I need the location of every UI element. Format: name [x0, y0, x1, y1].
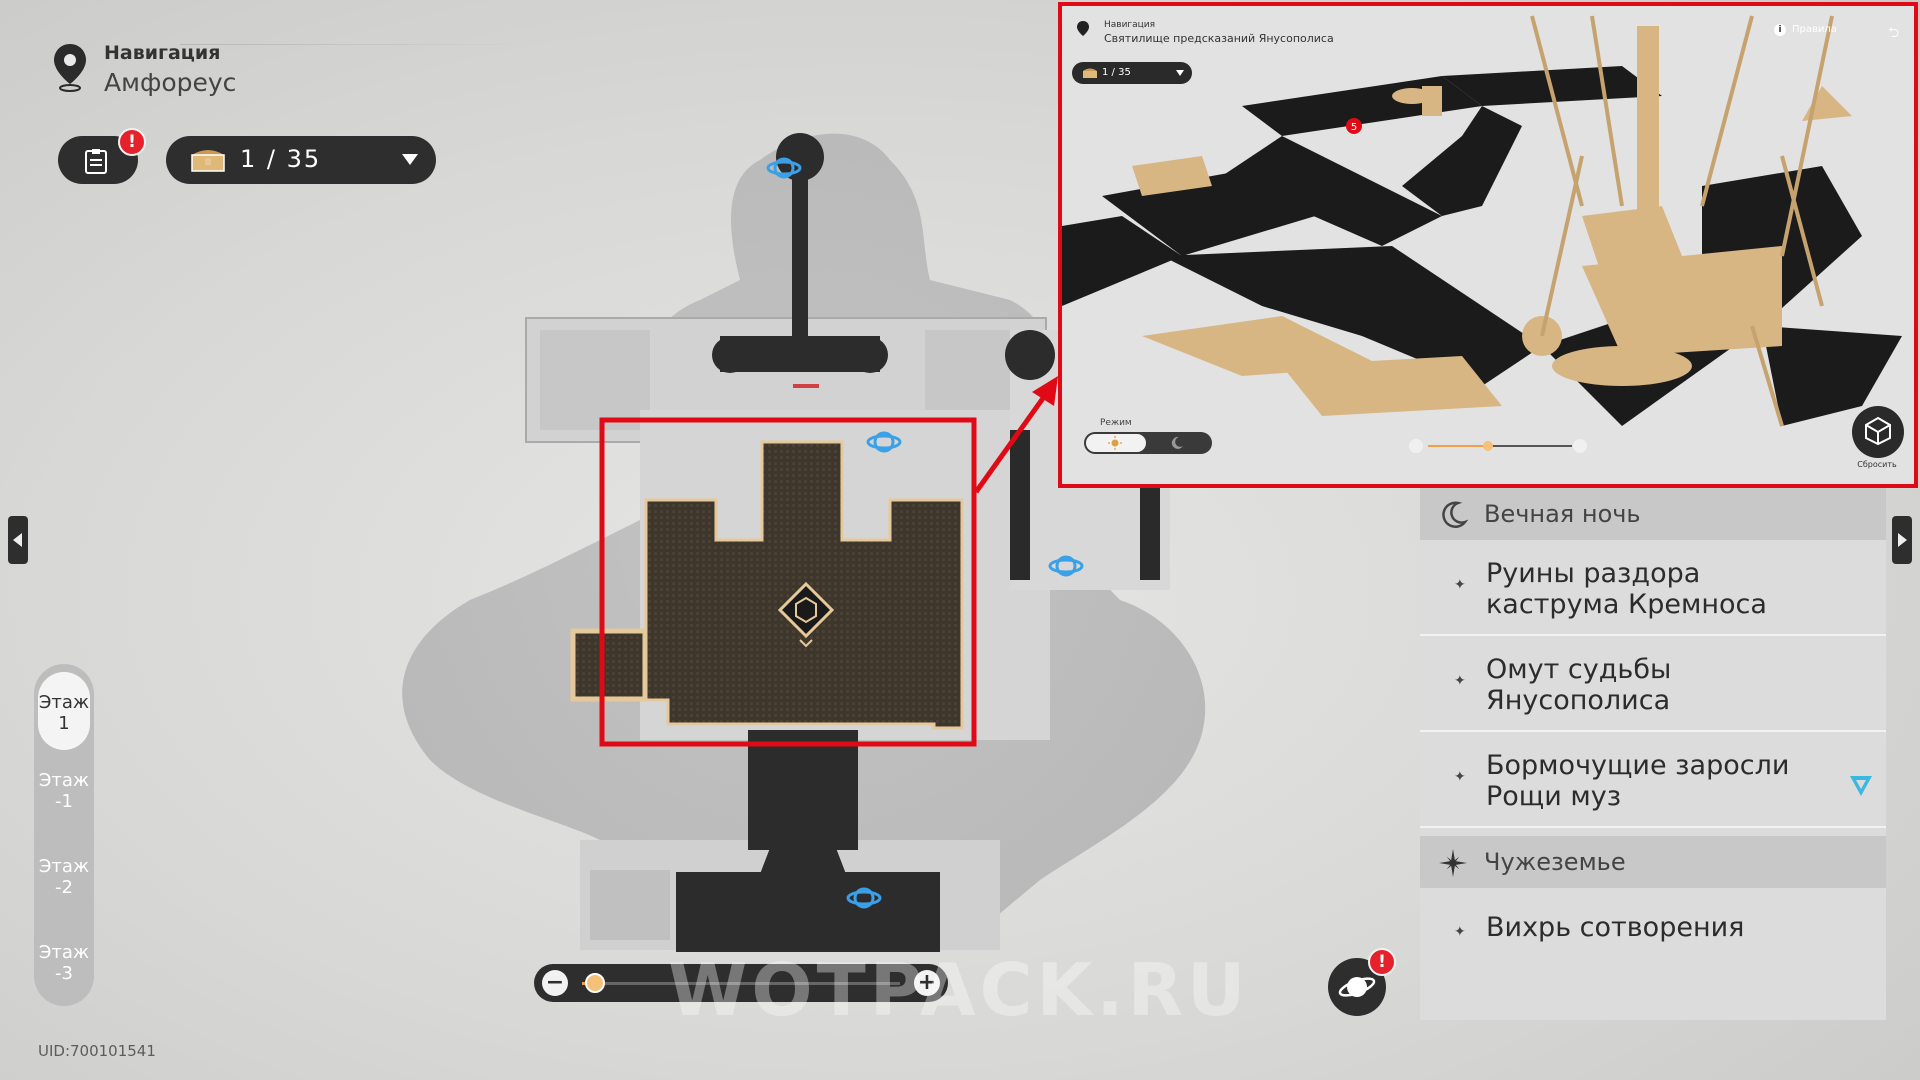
- highlighted-room[interactable]: [570, 440, 964, 730]
- space-anchor-icon[interactable]: [846, 887, 882, 909]
- uid-label: UID:700101541: [38, 1042, 156, 1060]
- nav-label: Навигация: [104, 42, 221, 64]
- inset-nav-label: Навигация: [1104, 20, 1156, 30]
- info-icon: i: [1774, 24, 1786, 36]
- watermark: WOTPACK.RU: [668, 948, 1250, 1032]
- inset-marker-number: 5: [1351, 122, 1357, 133]
- sparkle-icon: ✦: [1454, 924, 1466, 940]
- star-burst-icon: [1439, 849, 1467, 877]
- right-panel-toggle[interactable]: [1892, 516, 1912, 564]
- treasure-chest-icon: [1083, 68, 1097, 78]
- back-arrow-icon: ⮌: [1888, 25, 1900, 41]
- floor-item[interactable]: Этаж 1: [38, 672, 90, 750]
- sparkle-icon: ✦: [1454, 769, 1466, 785]
- left-panel-toggle[interactable]: [8, 516, 28, 564]
- space-anchor-icon[interactable]: [866, 431, 902, 453]
- inset-toggle-label: Режим: [1100, 418, 1132, 428]
- entrance-marker: [793, 384, 819, 388]
- chest-count: 1 / 35: [240, 145, 322, 173]
- quest-log-icon: [85, 149, 107, 174]
- region-list-item[interactable]: ✦ Бормочущие заросли Рощи муз: [1420, 736, 1886, 828]
- region-item-label: Бормочущие заросли Рощи муз: [1486, 750, 1789, 812]
- sparkle-icon: ✦: [1454, 577, 1466, 593]
- zoom-slider[interactable]: [582, 973, 900, 993]
- zoom-slider-handle[interactable]: [584, 973, 605, 993]
- floor-label: Этаж: [38, 692, 90, 713]
- room-marker-icon[interactable]: [777, 581, 835, 648]
- floor-item[interactable]: Этаж -3: [34, 942, 94, 984]
- navigation-header: Навигация Амфореус: [48, 38, 388, 98]
- region-item-label: Руины раздора каструма Кремноса: [1486, 558, 1767, 620]
- inset-reset-view-button: [1852, 406, 1904, 458]
- region-list-item[interactable]: ✦ Омут судьбы Янусополиса: [1420, 640, 1886, 732]
- region-group-header[interactable]: Чужеземье: [1420, 836, 1886, 888]
- floor-number: -1: [55, 791, 73, 812]
- inset-3d-view: 5: [1062, 6, 1914, 484]
- chevron-left-icon: [13, 533, 22, 547]
- zoom-in-button[interactable]: +: [914, 970, 940, 996]
- astral-express-button[interactable]: !: [1328, 948, 1396, 1016]
- floor-item[interactable]: Этаж -2: [34, 856, 94, 898]
- moon-icon: [1442, 501, 1468, 528]
- inset-location-name: Святилище предсказаний Янусополиса: [1104, 32, 1334, 45]
- region-item-line: каструма Кремноса: [1486, 589, 1767, 620]
- region-item-label: Омут судьбы Янусополиса: [1486, 654, 1671, 716]
- space-anchor-icon[interactable]: [766, 157, 802, 179]
- region-item-line: Янусополиса: [1486, 685, 1671, 716]
- moon-icon: [1171, 436, 1183, 449]
- header-divider: [180, 44, 540, 45]
- region-item-line: Бормочущие заросли: [1486, 750, 1790, 781]
- floor-number: -2: [55, 877, 73, 898]
- quest-log-button[interactable]: !: [58, 128, 146, 184]
- region-item-line: Омут судьбы: [1486, 654, 1672, 685]
- inset-3d-map: 5 Навигация Святилище предсказаний Янусо…: [1058, 2, 1918, 488]
- region-list-panel: Вечная ночь ✦ Руины раздора каструма Кре…: [1420, 488, 1886, 1020]
- inset-reset-label: Сбросить: [1857, 460, 1897, 469]
- sun-icon: [1086, 434, 1146, 452]
- zoom-out-button[interactable]: −: [542, 970, 568, 996]
- current-location-icon: [1850, 776, 1872, 796]
- zoom-control: − +: [534, 964, 948, 1002]
- floor-item[interactable]: Этаж -1: [34, 770, 94, 812]
- region-list-item[interactable]: ✦ Вихрь сотворения: [1420, 894, 1886, 972]
- region-group-title: Вечная ночь: [1484, 500, 1641, 528]
- inset-rules-link: Правила: [1792, 24, 1837, 35]
- chevron-down-icon: [402, 154, 418, 165]
- inset-chest-count: 1 / 35: [1102, 67, 1131, 78]
- chevron-right-icon: [1898, 533, 1907, 547]
- sparkle-icon: ✦: [1454, 673, 1466, 689]
- region-group-header[interactable]: Вечная ночь: [1420, 488, 1886, 540]
- region-list-item[interactable]: ✦ Руины раздора каструма Кремноса: [1420, 544, 1886, 636]
- region-item-line: Руины раздора: [1486, 558, 1701, 589]
- astral-alert-badge: !: [1368, 948, 1396, 976]
- cube-icon: [1865, 416, 1891, 446]
- walkway: [676, 133, 1055, 952]
- inset-day-night-toggle: [1084, 432, 1212, 454]
- floor-label: Этаж: [38, 770, 90, 791]
- region-group-title: Чужеземье: [1484, 848, 1626, 876]
- treasure-chest-icon: [191, 150, 225, 172]
- floor-number: 1: [58, 713, 70, 734]
- chevron-down-icon: [1176, 70, 1184, 76]
- chest-counter-dropdown[interactable]: 1 / 35: [166, 136, 436, 184]
- location-pin-icon: [1077, 21, 1089, 36]
- region-item-line: Рощи муз: [1486, 781, 1622, 812]
- region-item-label: Вихрь сотворения: [1486, 912, 1745, 943]
- callout-arrow: [973, 376, 1058, 494]
- location-pin-icon: [54, 44, 86, 92]
- quest-alert-badge: !: [118, 128, 146, 156]
- floor-selector: Этаж 1 Этаж -1 Этаж -2 Этаж -3: [34, 664, 94, 1006]
- region-name: Амфореус: [104, 68, 237, 97]
- highlight-box: [599, 417, 977, 747]
- inset-chest-counter: 1 / 35: [1072, 62, 1192, 84]
- floor-label: Этаж: [38, 856, 90, 877]
- astral-express-icon: [1338, 977, 1376, 997]
- floor-label: Этаж: [38, 942, 90, 963]
- space-anchor-icon[interactable]: [1048, 555, 1084, 577]
- floor-number: -3: [55, 963, 73, 984]
